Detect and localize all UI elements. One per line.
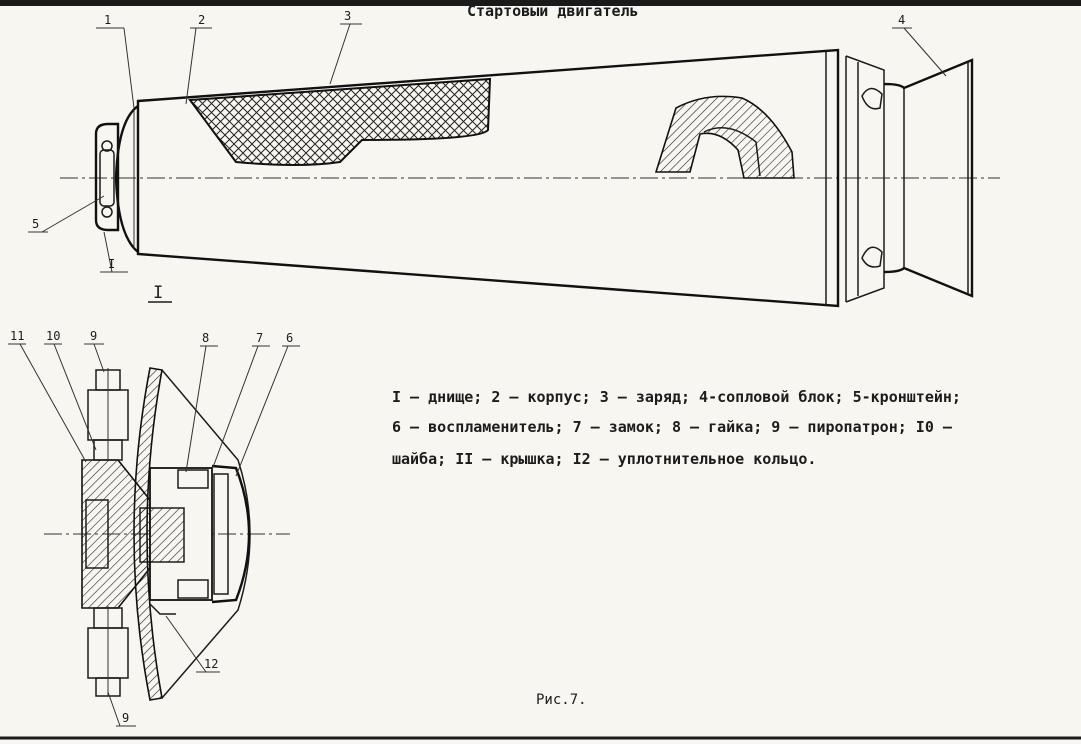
igniter-cap [211,464,251,604]
callout-6: 6 [286,331,293,345]
drawing-title: Стартовый двигатель [467,2,639,20]
engine-case [136,48,840,308]
detail-view-leaders [8,343,300,727]
bracket-bolt [99,149,115,207]
squib-bottom [87,606,129,697]
callout-4: 4 [898,13,905,27]
callout-2: 2 [198,13,205,27]
nozzle-clip-bottom [861,246,883,268]
top-border [0,0,1081,6]
aft-cutaway-inner [703,127,761,177]
callout-10: 10 [46,329,60,343]
nut-ring [177,469,209,489]
aft-flange [845,55,885,303]
seal-ring [149,603,176,615]
bracket-bolt-head [101,140,113,152]
cover-bore [85,499,109,569]
callout-7: 7 [256,331,263,345]
legend-line-1: I – днище; 2 – корпус; 3 – заряд; 4-сопл… [392,388,961,406]
callout-1: 1 [104,13,111,27]
callout-12: 12 [204,657,218,671]
aft-cutaway [654,95,795,179]
view-mark: I [108,257,115,271]
bracket [94,122,120,232]
igniter-cap-inner [213,473,229,595]
legend-line-2: 6 – воспламенитель; 7 – замок; 8 – гайка… [392,418,953,436]
nozzle-block [883,58,974,298]
callout-9-bottom: 9 [122,711,129,725]
bracket-bolt-nut [101,206,113,218]
callout-5: 5 [32,217,39,231]
propellant-charge [188,77,492,166]
squib-top [87,368,129,461]
igniter-detail-view [44,367,290,701]
view-title: I [153,283,163,303]
lock-ring [177,579,209,599]
callout-8: 8 [202,331,209,345]
engine-main-view [60,48,1000,308]
main-view-leaders [28,23,947,273]
figure-caption: Рис.7. [536,692,587,708]
igniter-core [139,507,185,563]
legend-line-3: шайба; II – крышка; I2 – уплотнительное … [392,450,816,468]
nozzle-clip-top [861,87,883,110]
engine-dome [114,105,139,253]
callout-9-top: 9 [90,329,97,343]
callout-3: 3 [344,9,351,23]
callout-11: 11 [10,329,24,343]
